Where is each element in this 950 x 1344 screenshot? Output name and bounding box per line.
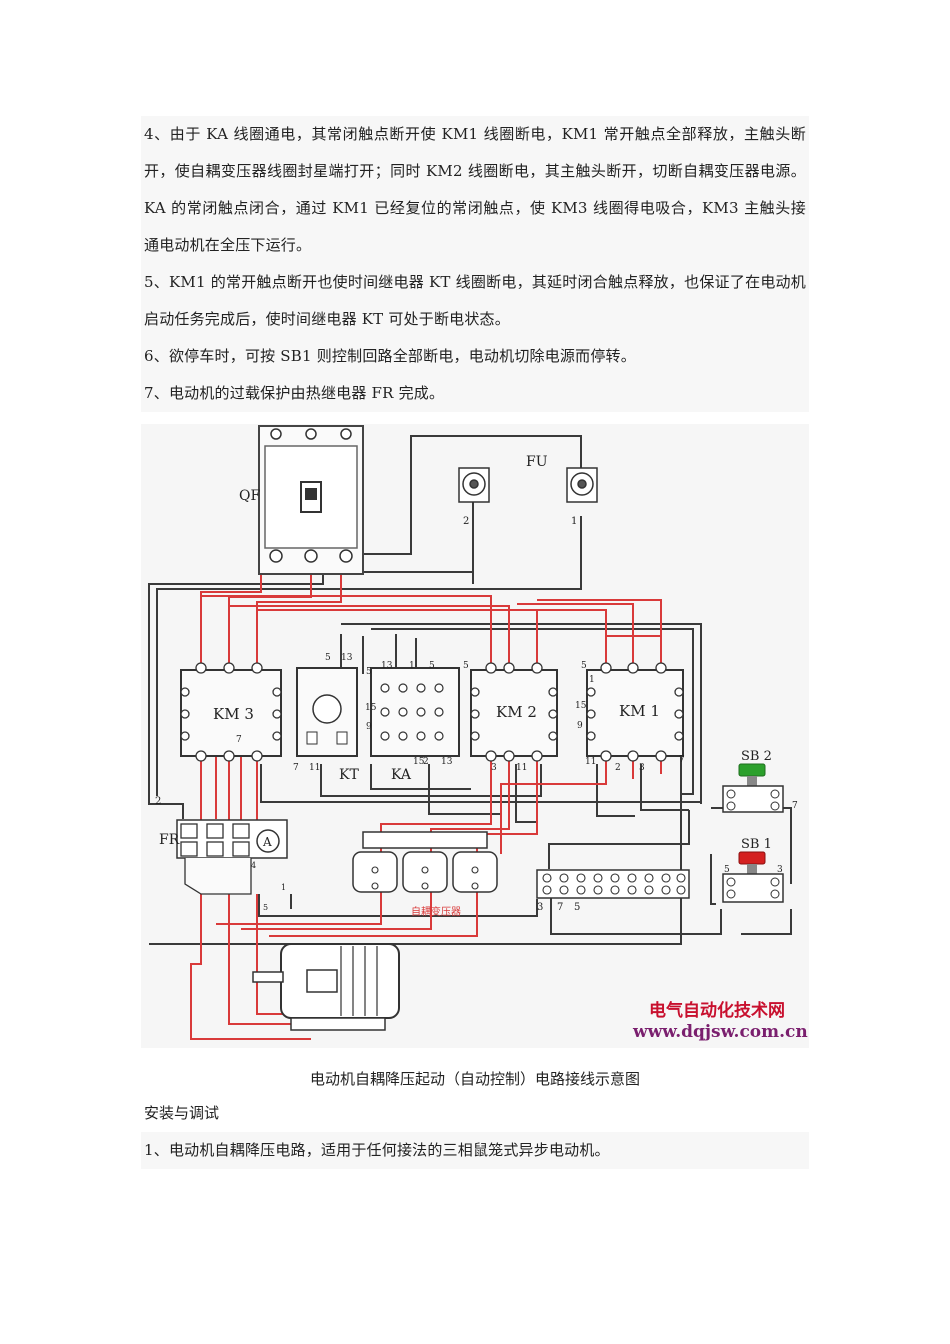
text-block-bottom: 1、电动机自耦降压电路，适用于任何接法的三相鼠笼式异步电动机。 <box>141 1132 809 1169</box>
ka-label: KA <box>391 767 412 783</box>
sb1-label: SB 1 <box>741 837 772 852</box>
wire-number: 11 <box>585 757 596 767</box>
wire-number: 5 <box>574 902 580 913</box>
wire-number: 7 <box>792 801 798 811</box>
wire-number: 13 <box>381 661 393 671</box>
wire-number: 1 <box>571 516 577 527</box>
wire-number: 5 <box>724 865 730 875</box>
wire-number: 7 <box>236 735 242 745</box>
sb2-stop-button <box>722 763 784 813</box>
section-heading: 安装与调试 <box>144 1104 220 1122</box>
wire-number: 7 <box>679 755 685 765</box>
watermark-title: 电气自动化技术网 <box>649 1000 785 1021</box>
figure-caption: 电动机自耦降压起动（自动控制）电路接线示意图 <box>309 1070 640 1088</box>
wire-number: 7 <box>293 763 299 773</box>
wire-number: 5 <box>581 661 587 671</box>
km3-label: KM 3 <box>213 705 254 723</box>
paragraph: 7、电动机的过载保护由热继电器 FR 完成。 <box>144 384 445 402</box>
wire-number: 13 <box>341 653 353 663</box>
wire-number: 3 <box>639 763 645 773</box>
wire-number: 15 <box>413 757 425 767</box>
wire-number: 3 <box>537 902 543 913</box>
wiring-diagram: QF FU 2 1 2 KM 3 KT <box>148 425 808 1042</box>
fr-thermal-relay <box>176 819 288 895</box>
paragraph: 1、电动机自耦降压电路，适用于任何接法的三相鼠笼式异步电动机。 <box>144 1141 610 1159</box>
text-block-top: 4、由于 KA 线圈通电，其常闭触点断开使 KM1 线圈断电，KM1 常开触点全… <box>141 116 809 412</box>
wire-number: 3 <box>491 763 497 773</box>
wire-number: 7 <box>557 902 563 913</box>
ammeter-label: A <box>262 835 272 849</box>
paragraph: 6、欲停车时，可按 SB1 则控制回路全部断电，电动机切除电源而停转。 <box>144 347 636 365</box>
wire-number: 5 <box>463 661 469 671</box>
autotransformer <box>352 831 498 893</box>
fr-label: FR <box>159 832 180 848</box>
wiring-diagram-figure: QF FU 2 1 2 KM 3 KT <box>141 424 809 1048</box>
km3-contactor <box>180 662 282 762</box>
paragraph: 4、由于 KA 线圈通电，其常闭触点断开使 KM1 线圈断电，KM1 常开触点全… <box>144 125 806 254</box>
km1-contactor <box>586 662 684 762</box>
wire-number: 2 <box>615 763 621 773</box>
terminal-block <box>536 869 690 899</box>
sb1-start-button <box>722 851 784 903</box>
paragraph: 5、KM1 的常开触点断开也使时间继电器 KT 线圈断电，其延时闭合触点释放，也… <box>144 273 806 328</box>
wire-number: 15 <box>575 701 587 711</box>
wire-number: 5 <box>263 903 268 912</box>
wire-number: 5 <box>429 661 435 671</box>
kt-label: KT <box>339 767 359 783</box>
motor <box>252 943 400 1031</box>
transformer-label: 自耦变压器 <box>411 905 461 918</box>
wire-number: 15 <box>365 703 377 713</box>
km2-contactor <box>470 662 558 762</box>
wire-number: 11 <box>309 763 320 773</box>
wire-number: 13 <box>441 757 453 767</box>
wire-number: 11 <box>516 763 527 773</box>
ammeter <box>256 829 280 853</box>
fu-label: FU <box>526 454 548 470</box>
wire-number: 3 <box>777 865 783 875</box>
wire-number: 2 <box>463 516 469 527</box>
km1-label: KM 1 <box>619 702 660 720</box>
wire-number: 2 <box>423 757 429 767</box>
fu-fuses <box>458 467 598 503</box>
wire-number: 2 <box>155 796 161 807</box>
qf-breaker <box>258 425 364 575</box>
wire-number: 5 <box>325 653 331 663</box>
kt-timer-relay <box>296 667 358 757</box>
wire-number: 4 <box>251 861 256 870</box>
km2-label: KM 2 <box>496 703 537 721</box>
wire-number: 1 <box>281 883 286 892</box>
qf-label: QF <box>239 488 260 504</box>
wire-number: 5 <box>366 667 372 677</box>
sb2-label: SB 2 <box>741 749 772 764</box>
watermark-url: www.dqjsw.com.cn <box>632 1022 808 1042</box>
wire-number: 1 <box>589 675 595 685</box>
wire-number: 9 <box>577 721 583 731</box>
ka-relay <box>370 667 460 757</box>
wire-number: 1 <box>409 661 415 671</box>
wire-number: 9 <box>366 722 372 732</box>
